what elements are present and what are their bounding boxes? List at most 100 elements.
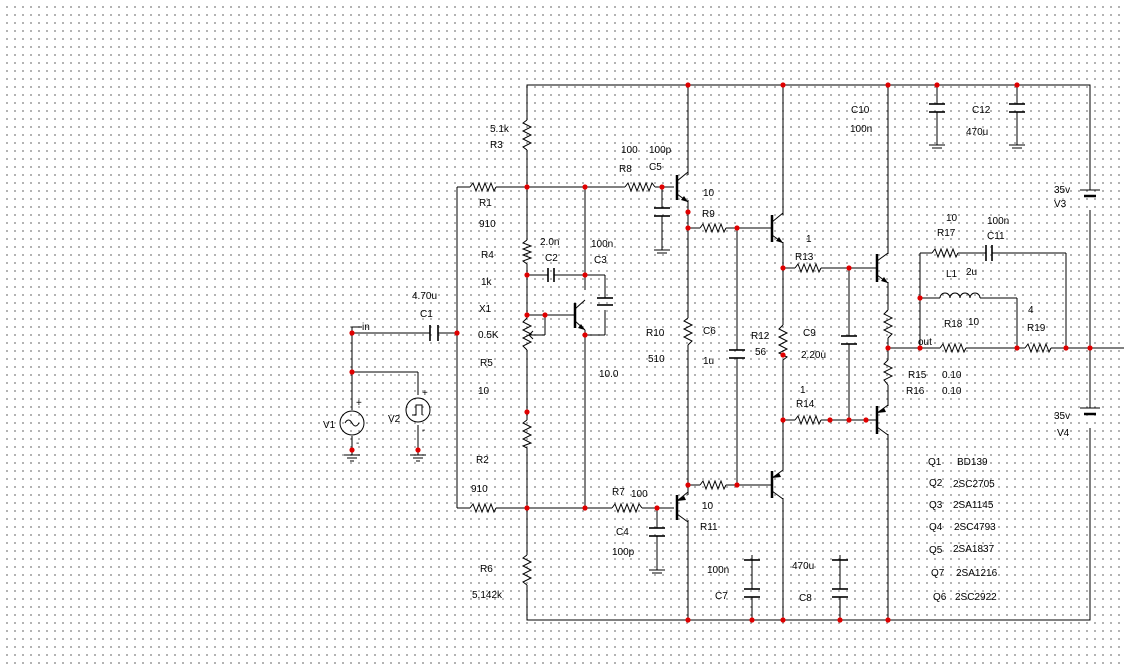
battery-v3 (1080, 189, 1100, 198)
label-c8: C8 (799, 593, 812, 604)
parts-list-ref: Q4 (929, 522, 943, 533)
capacitors (429, 103, 1025, 598)
resistor-r13 (794, 262, 822, 274)
label-r16-value: 0.10 (942, 386, 962, 397)
label-x1: X1 (479, 304, 492, 315)
label-r12-value: 56 (755, 347, 767, 358)
label-v4: V4 (1057, 428, 1070, 439)
transistors (568, 171, 889, 523)
label-r14: R14 (796, 399, 815, 410)
label-q1-value: 10 (703, 188, 715, 199)
label-r2-value: 910 (471, 484, 488, 495)
resistor-r6 (521, 554, 533, 586)
label-c2-value: 2.0n (540, 237, 559, 248)
grounds (344, 144, 1025, 574)
label-c1-value: 4.70u (412, 291, 437, 302)
resistor-r1 (469, 181, 497, 193)
sources: + - + - (339, 189, 1100, 449)
label-c4-value: 100p (612, 547, 635, 558)
label-r4-value: 1k (481, 277, 493, 288)
parts-list-ref: Q1 (928, 457, 942, 468)
label-q3-value: 1 (806, 234, 812, 245)
label-r15: R15 (908, 370, 927, 381)
parts-list-ref: Q3 (929, 500, 943, 511)
label-r1-value: 910 (479, 219, 496, 230)
label-c10: C10 (851, 105, 870, 116)
label-c9-value: 2.20u (801, 350, 826, 361)
label-r17: R17 (937, 228, 956, 239)
parts-list-ref: Q7 (931, 568, 945, 579)
parts-list-part: 2SC4793 (954, 522, 996, 533)
inductor-l1 (939, 292, 982, 299)
wires (351, 84, 1124, 621)
svg-text:-: - (422, 425, 425, 436)
label-c5: C5 (649, 162, 662, 173)
label-v3-value: 35v (1054, 185, 1070, 196)
resistor-r15 (882, 309, 894, 339)
resistor-r16 (882, 359, 894, 386)
label-r19-value: 4 (1028, 305, 1034, 316)
resistor-r4 (521, 239, 533, 265)
parts-list: Q1 BD139 Q2 2SC2705 Q3 2SA1145 Q4 2SC479… (928, 457, 998, 603)
label-c2: C2 (545, 253, 558, 264)
label-c12: C12 (972, 105, 991, 116)
parts-list-ref: Q5 (929, 545, 943, 556)
label-v3: V3 (1054, 199, 1067, 210)
label-c3-value: 100n (591, 239, 613, 250)
label-r7-value: 100 (631, 489, 648, 500)
label-c7-value: 100n (707, 565, 729, 576)
transistor-q2 (675, 491, 689, 523)
label-r5-value: 10 (478, 386, 490, 397)
label-r9: R9 (702, 209, 715, 220)
transistor-q1 (675, 171, 689, 203)
resistor-r18 (939, 342, 967, 354)
label-c5-value: 100p (649, 145, 672, 156)
label-c7: C7 (715, 591, 728, 602)
transistor-q3 (765, 212, 784, 244)
label-in: in (362, 322, 370, 333)
label-out: out (918, 337, 932, 348)
resistor-r9 (699, 222, 727, 234)
label-r6-value: 5.142k (472, 590, 503, 601)
resistor-r7 (611, 502, 643, 514)
resistor-r5 (521, 419, 533, 449)
label-l1: L1 (946, 269, 958, 280)
label-v2: V2 (388, 414, 401, 425)
resistor-r8 (624, 181, 656, 193)
label-r13: R13 (795, 252, 814, 263)
pulse-source-v2: + - (405, 388, 431, 436)
label-c4: C4 (616, 527, 629, 538)
ac-source-v1: + - (339, 398, 365, 449)
label-v4-value: 35v (1054, 411, 1070, 422)
svg-text:-: - (356, 438, 359, 449)
label-r8: R8 (619, 164, 632, 175)
resistors (469, 119, 1052, 586)
parts-list-part: 2SC2922 (955, 592, 997, 603)
label-r15-value: 0.10 (942, 370, 962, 381)
component-labels: in out V1 V2 35v V3 35v V4 4.70u C1 R1 9… (323, 105, 1070, 604)
label-c10-value: 100n (850, 124, 872, 135)
svg-text:+: + (422, 388, 428, 399)
label-r19: R19 (1027, 323, 1046, 334)
label-c11-value: 100n (987, 216, 1009, 227)
label-r7: R7 (612, 487, 625, 498)
label-r4: R4 (481, 250, 494, 261)
label-r14-value: 1 (800, 385, 806, 396)
label-r5: R5 (480, 358, 493, 369)
label-c12-value: 470u (966, 127, 988, 138)
label-r10-value: 510 (648, 354, 665, 365)
label-r1: R1 (479, 198, 492, 209)
label-r2: R2 (476, 455, 489, 466)
label-r17-value: 10 (946, 213, 958, 224)
label-r16: R16 (906, 386, 925, 397)
label-r11: R11 (700, 522, 718, 533)
parts-list-part: 2SA1837 (953, 544, 995, 555)
transistor-q5 (866, 252, 889, 284)
label-r8-value: 100 (621, 145, 638, 156)
label-c6-value: 1u (703, 356, 714, 367)
transistor-bias (568, 299, 586, 331)
resistor-r2 (469, 502, 497, 514)
label-x1-value: 0.5K (478, 330, 499, 341)
